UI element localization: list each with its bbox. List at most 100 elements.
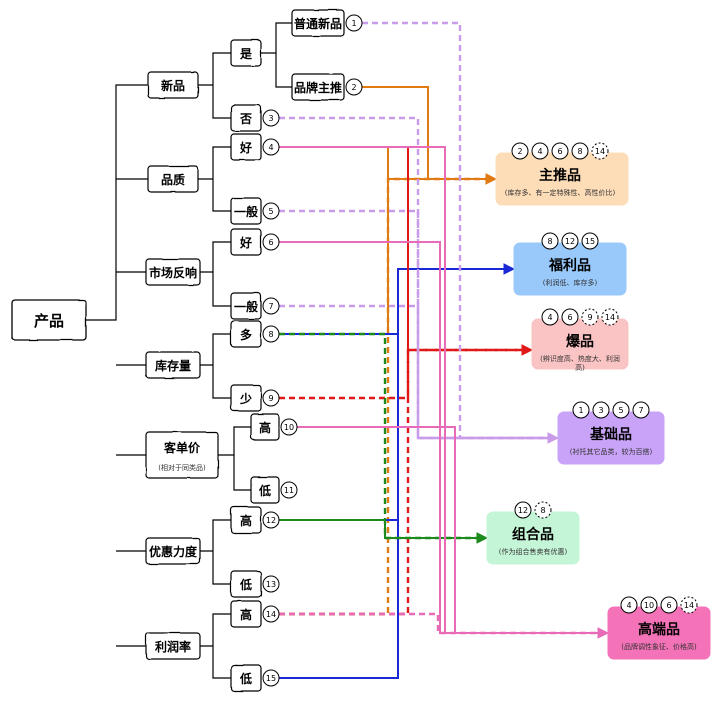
root-label: 产品 [34, 312, 64, 330]
category-desc: (品牌调性象征、价格高) [621, 642, 697, 651]
number-badge-label: 6 [268, 238, 273, 247]
arrowhead-main [485, 173, 498, 185]
number-badge-label: 11 [284, 486, 294, 495]
category-number-badge [511, 142, 529, 160]
route-5-to-basic [279, 209, 554, 440]
route-2-to-main [362, 86, 492, 180]
category-number-badge-label: 4 [547, 313, 552, 322]
category-number-badge [561, 232, 579, 250]
dimension-label: 利润率 [155, 639, 191, 654]
route-8-to-welfare [279, 268, 510, 335]
category-number-badge-label: 9 [587, 313, 592, 322]
category-number-badge-label: 8 [547, 237, 552, 246]
dimension-new: 新品 [147, 71, 199, 99]
dimension-label: 客单价 [163, 440, 201, 455]
category-number-badge-label: 12 [518, 506, 528, 515]
category-title: 基础品 [590, 426, 632, 443]
value-yes: 是 [230, 39, 262, 67]
category-number-badge [581, 232, 599, 250]
dimension-label: 市场反响 [149, 265, 197, 280]
category-number-badge-label: 5 [618, 406, 623, 415]
dimension-market: 市场反响 [145, 258, 201, 286]
value-label: 品牌主推 [294, 80, 342, 95]
category-number-badge-label: 3 [598, 406, 603, 415]
number-badge-label: 2 [351, 83, 356, 92]
value-label: 好 [239, 235, 252, 250]
route-7-to-basic [279, 304, 554, 440]
number-badge-label: 5 [268, 207, 273, 216]
dimension-discount: 优惠力度 [145, 537, 201, 565]
category-number-badge-label: 12 [565, 237, 575, 246]
category-number-badge [541, 308, 559, 326]
number-badge-label: 3 [268, 114, 273, 123]
category-number-badge [632, 401, 650, 419]
value-label: 一般 [234, 204, 258, 219]
route-1-to-basic [362, 21, 554, 440]
category-number-badge [601, 308, 619, 326]
value-label: 多 [240, 327, 252, 342]
dimension-price: 客单价 (相对于同类品) [145, 431, 219, 479]
category-number-badge-label: 8 [540, 506, 545, 515]
category-number-badge [572, 401, 590, 419]
category-number-badge [581, 308, 599, 326]
category-desc: (库存多、有一定特殊性、高性价比) [505, 188, 616, 197]
category-title: 高端品 [638, 621, 680, 638]
arrowhead-welfare [503, 263, 516, 275]
category-number-badge [541, 232, 559, 250]
route-9-to-hot [279, 348, 528, 400]
number-badge [262, 297, 280, 315]
value-node-2: 品牌主推 2 [291, 73, 363, 101]
category-number-badge [612, 401, 630, 419]
arrowhead-premium [597, 627, 610, 639]
value-label: 普通新品 [294, 16, 342, 31]
number-badge-label: 10 [284, 423, 294, 432]
category-desc: 高) [575, 363, 585, 372]
number-badge [280, 418, 298, 436]
value-label: 少 [239, 391, 252, 406]
route-12-to-combo [279, 519, 483, 539]
number-badge [262, 138, 280, 156]
category-number-badge [680, 596, 698, 614]
category-title: 福利品 [548, 257, 591, 274]
value-label: 高 [240, 513, 252, 528]
route-15-to-welfare [279, 268, 510, 679]
category-number-badge [514, 501, 532, 519]
value-label: 是 [239, 47, 253, 61]
route-14-to-hot [279, 348, 528, 616]
number-badge-label: 7 [268, 302, 273, 311]
number-badge-label: 8 [268, 330, 273, 339]
category-number-badge-label: 4 [537, 147, 542, 156]
dimension-label: 库存量 [155, 358, 191, 373]
arrowhead-basic [547, 432, 560, 444]
category-number-badge-label: 1 [578, 406, 583, 415]
number-badge-label: 9 [268, 394, 273, 403]
route-14-to-premium [279, 612, 604, 635]
number-badge [262, 575, 280, 593]
category-number-badge-label: 15 [585, 237, 595, 246]
category-number-badge-label: 7 [638, 406, 643, 415]
value-label: 低 [258, 483, 271, 498]
number-badge [262, 669, 280, 687]
dimension-profit: 利润率 [145, 632, 201, 660]
category-number-badge [660, 596, 678, 614]
number-badge [262, 325, 280, 343]
category-number-badge [571, 142, 589, 160]
dimension-note: (相对于同类品) [158, 463, 206, 472]
number-badge [262, 233, 280, 251]
category-number-badge [591, 142, 609, 160]
value-label: 低 [239, 577, 252, 592]
value-label: 低 [239, 671, 252, 686]
number-badge-label: 13 [266, 580, 276, 589]
category-number-badge [640, 596, 658, 614]
